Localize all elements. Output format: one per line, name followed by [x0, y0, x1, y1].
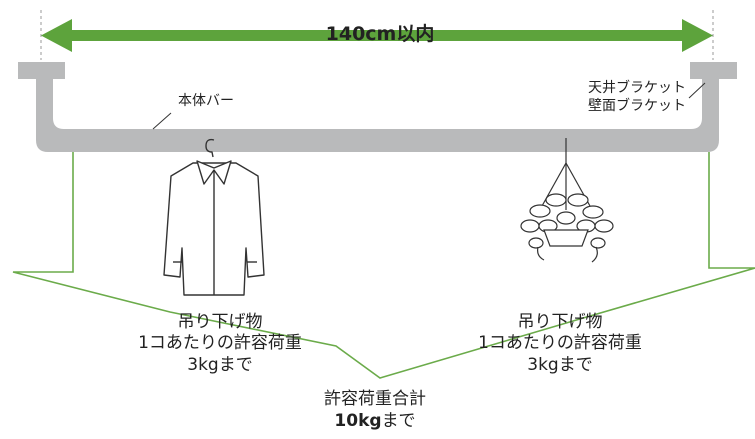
body-bar-label: 本体バー: [178, 93, 234, 109]
total-load-line2: 10kgまで: [290, 410, 460, 432]
width-limit-label: 140cm以内: [325, 23, 435, 45]
left-load-line2: 1コあたりの許容荷重: [138, 333, 302, 354]
right-load-line1: 吊り下げ物: [517, 312, 603, 332]
load-path-line: [12, 152, 755, 379]
ceiling-bracket-label: 天井ブラケット: [588, 80, 686, 96]
left-load-line1: 吊り下げ物: [177, 312, 263, 332]
shirt-on-hanger-icon: [163, 138, 265, 296]
total-load-suffix: まで: [381, 411, 416, 432]
bracket-pointer: [688, 82, 706, 99]
right-load-label: 吊り下げ物 1コあたりの許容荷重 3kgまで: [470, 312, 650, 376]
right-load-line2: 1コあたりの許容荷重: [478, 333, 642, 354]
body-bar: [18, 62, 737, 152]
total-load-line1: 許容荷重合計: [324, 389, 426, 409]
right-load-line3: 3kgまで: [527, 354, 593, 375]
width-arrow: [41, 19, 713, 52]
body-bar-pointer: [152, 112, 172, 130]
left-load-label: 吊り下げ物 1コあたりの許容荷重 3kgまで: [130, 312, 310, 376]
hanging-plant-icon: [520, 138, 614, 263]
total-load-value: 10kg: [334, 411, 382, 432]
left-load-line3: 3kgまで: [187, 354, 253, 375]
wall-bracket-label: 壁面ブラケット: [588, 98, 686, 114]
total-load-label: 許容荷重合計 10kgまで: [290, 388, 460, 432]
